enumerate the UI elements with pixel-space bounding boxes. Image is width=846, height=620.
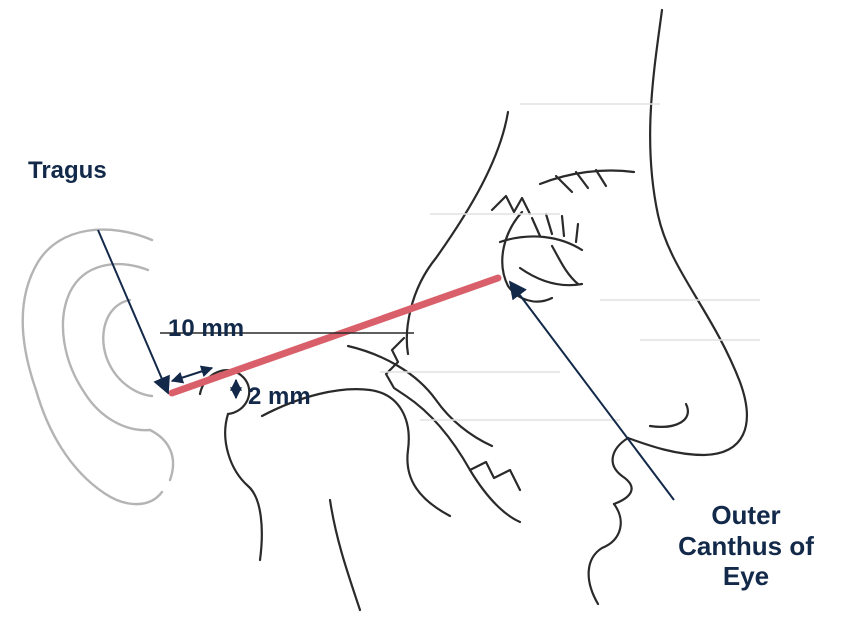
two-mm-label: 2 mm [248,383,311,411]
face-profile-outline [200,10,747,610]
outer-canthus-label: Outer Canthus of Eye [668,500,824,592]
outer-canthus-label-line-1: Outer [668,500,824,531]
ten-mm-label: 10 mm [168,315,244,343]
background-artifacts [380,104,760,420]
outer-canthus-label-line-2: Canthus of [668,531,824,562]
tragus-label: Tragus [28,157,107,185]
canthus-pointer-arrow [510,282,674,500]
outer-ear-outline [23,230,173,505]
tragus-pointer-arrow [98,230,168,393]
outer-canthus-label-line-3: Eye [668,561,824,592]
